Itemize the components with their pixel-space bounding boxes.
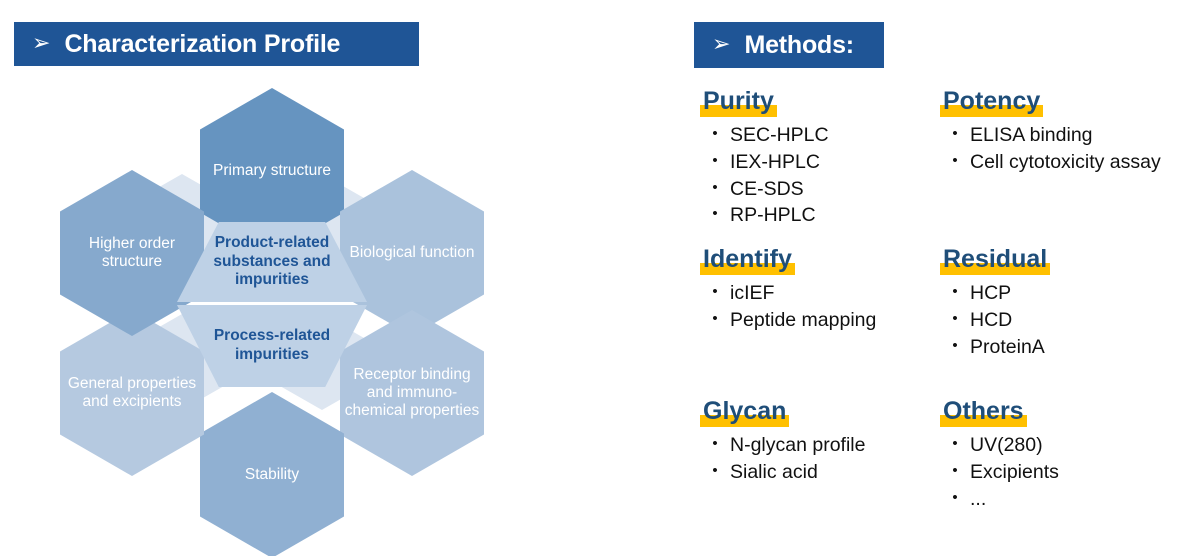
hex-label: Product-related substances and impuritie…: [213, 234, 331, 289]
list-item: • ...: [940, 487, 1180, 513]
methods-block-list: • UV(280) • Excipients • ...: [940, 433, 1180, 512]
list-item-label: N-glycan profile: [730, 434, 866, 457]
bullet-icon: •: [952, 125, 958, 143]
bullet-icon: •: [952, 283, 958, 301]
bullet-icon: •: [712, 151, 718, 169]
list-item: • Peptide mapping: [700, 308, 940, 334]
list-item-label: CE-SDS: [730, 177, 804, 200]
characterization-profile-title: Characterization Profile: [64, 29, 341, 58]
methods-block-purity: Purity • SEC-HPLC • IEX-HPLC • CE-SDS • …: [700, 88, 940, 246]
bullet-icon: •: [712, 283, 718, 301]
list-item-label: SEC-HPLC: [730, 124, 829, 147]
bullet-icon: •: [712, 125, 718, 143]
hex-label: General properties and excipients: [67, 374, 197, 410]
hex-product-related-substances-and-impurities[interactable]: Product-related substances and impuritie…: [177, 222, 367, 302]
list-item-label: IEX-HPLC: [730, 150, 820, 173]
hex-stability[interactable]: Stability: [200, 392, 344, 556]
list-item: • IEX-HPLC: [700, 150, 940, 176]
list-item: • icIEF: [700, 281, 940, 307]
bullet-icon: •: [712, 461, 718, 479]
list-item-label: ProteinA: [970, 335, 1045, 358]
characterization-profile-header: ➢ Characterization Profile: [14, 22, 419, 66]
list-item-label: Cell cytotoxicity assay: [970, 150, 1161, 173]
methods-block-potency: Potency • ELISA binding • Cell cytotoxic…: [940, 88, 1180, 246]
list-item-label: HCP: [970, 282, 1012, 305]
methods-block-residual: Residual • HCP • HCD • ProteinA: [940, 246, 1180, 398]
list-item: • ELISA binding: [940, 123, 1180, 149]
list-item: • Excipients: [940, 460, 1180, 486]
hex-label: Process-related impurities: [213, 327, 331, 363]
list-item: • UV(280): [940, 433, 1180, 459]
hexagon-diagram: Primary structure Biological function Re…: [22, 82, 484, 556]
methods-block-glycan: Glycan • N-glycan profile • Sialic acid: [700, 398, 940, 548]
methods-block-title: Potency: [940, 88, 1044, 118]
list-item-label: UV(280): [970, 434, 1043, 457]
arrow-bullet-icon: ➢: [712, 31, 731, 56]
methods-block-list: • icIEF • Peptide mapping: [700, 281, 940, 333]
methods-block-title: Glycan: [700, 398, 790, 428]
bullet-icon: •: [952, 151, 958, 169]
list-item: • Cell cytotoxicity assay: [940, 150, 1180, 176]
methods-block-list: • ELISA binding • Cell cytotoxicity assa…: [940, 123, 1180, 175]
hex-label: Primary structure: [213, 161, 331, 179]
list-item-label: ELISA binding: [970, 124, 1093, 147]
list-item-label: Sialic acid: [730, 460, 818, 483]
bullet-icon: •: [712, 205, 718, 223]
list-item-label: ...: [970, 487, 987, 510]
methods-grid: Purity • SEC-HPLC • IEX-HPLC • CE-SDS • …: [700, 88, 1180, 553]
bullet-icon: •: [712, 435, 718, 453]
methods-block-list: • N-glycan profile • Sialic acid: [700, 433, 940, 485]
hex-label: Biological function: [349, 243, 475, 261]
bullet-icon: •: [712, 309, 718, 327]
methods-block-title: Others: [940, 398, 1027, 428]
list-item: • ProteinA: [940, 335, 1180, 361]
hex-label: Stability: [244, 465, 300, 483]
list-item-label: Peptide mapping: [730, 308, 877, 331]
list-item: • RP-HPLC: [700, 203, 940, 229]
list-item: • HCD: [940, 308, 1180, 334]
bullet-icon: •: [952, 461, 958, 479]
bullet-icon: •: [952, 435, 958, 453]
bullet-icon: •: [952, 309, 958, 327]
arrow-bullet-icon: ➢: [32, 30, 51, 55]
list-item-label: Excipients: [970, 460, 1059, 483]
list-item: • SEC-HPLC: [700, 123, 940, 149]
bullet-icon: •: [712, 178, 718, 196]
methods-block-title: Residual: [940, 246, 1051, 276]
methods-block-title: Purity: [700, 88, 777, 118]
methods-block-list: • HCP • HCD • ProteinA: [940, 281, 1180, 360]
list-item: • N-glycan profile: [700, 433, 940, 459]
list-item-label: HCD: [970, 308, 1013, 331]
methods-block-identify: Identify • icIEF • Peptide mapping: [700, 246, 940, 398]
list-item-label: icIEF: [730, 282, 775, 305]
methods-block-title: Identify: [700, 246, 795, 276]
bullet-icon: •: [952, 336, 958, 354]
methods-block-list: • SEC-HPLC • IEX-HPLC • CE-SDS • RP-HPLC: [700, 123, 940, 229]
list-item: • HCP: [940, 281, 1180, 307]
list-item: • Sialic acid: [700, 460, 940, 486]
hex-label: Higher order structure: [88, 234, 176, 270]
bullet-icon: •: [952, 488, 958, 506]
methods-header: ➢ Methods:: [694, 22, 884, 68]
methods-block-others: Others • UV(280) • Excipients • ...: [940, 398, 1180, 548]
list-item: • CE-SDS: [700, 177, 940, 203]
list-item-label: RP-HPLC: [730, 204, 816, 227]
hex-label: Receptor binding and immuno-chemical pro…: [344, 365, 480, 420]
hex-receptor-binding-immunochemical-properties[interactable]: Receptor binding and immuno-chemical pro…: [340, 310, 484, 476]
methods-title: Methods:: [744, 30, 854, 59]
